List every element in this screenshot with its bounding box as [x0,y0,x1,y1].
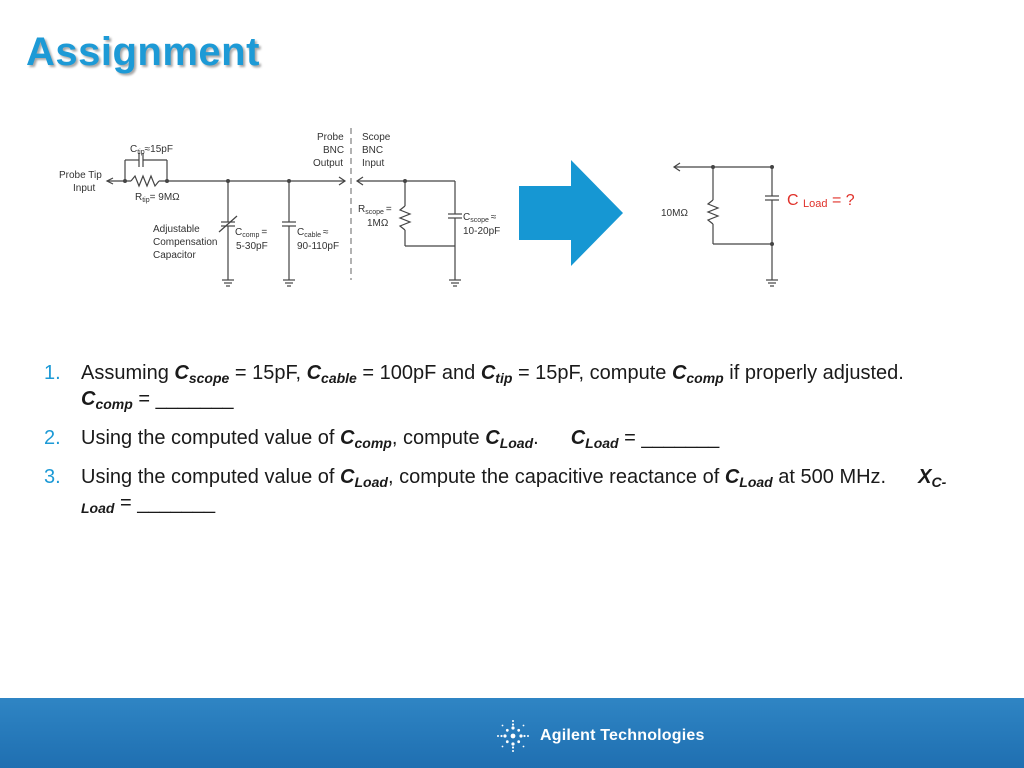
probe-bnc-label: Probe [317,132,344,143]
answer-var: Ccomp [81,388,133,412]
answer-var: CLoad [570,427,619,451]
scope-bnc-label: Scope [362,132,391,143]
question-item: 3. Using the computed value of CLoad, co… [44,466,947,516]
ground-symbol [766,279,778,287]
probe-tip-label-2: Input [73,183,95,194]
probe-circuit-diagram: Ctip≈15pF Probe Tip Input Rtip= 9MΩ Adju… [59,128,500,287]
footer-bar [0,698,1024,768]
c-cable-value: 90-110pF [297,241,339,252]
load-resistor-label: 10MΩ [661,208,688,219]
answer-blank: = _______ [132,388,234,410]
question-number: 1. [44,362,61,384]
probe-bnc-label-3: Output [313,158,343,169]
ground-symbol [449,279,461,287]
right-arrow-icon [519,160,623,266]
r-scope-value: 1MΩ [367,218,389,229]
c-cable-label: Ccable≈ [297,227,329,239]
slide-title: Assignment [26,30,260,74]
probe-bnc-label-2: BNC [323,145,344,156]
brand-name: Agilent Technologies [540,727,705,744]
compensation-label: Compensation [153,237,217,248]
ground-symbol [283,279,295,287]
r-tip-label: Rtip= 9MΩ [135,192,180,204]
agilent-spark-icon [497,720,529,752]
load-circuit-diagram: 10MΩ [661,162,779,287]
scope-bnc-label-2: BNC [362,145,383,156]
answer-blank: = _______ [618,427,720,449]
capacitor-label: Capacitor [153,250,196,261]
question-number: 2. [44,427,61,449]
probe-tip-label: Probe Tip [59,170,102,181]
question-number: 3. [44,466,61,488]
c-load-label: C Load = ? [787,192,855,210]
scope-bnc-label-3: Input [362,158,384,169]
r-tip-resistor [130,174,160,188]
ground-symbol [222,279,234,287]
question-list: 1. Assuming Cscope = 15pF, Ccable = 100p… [44,360,974,529]
answer-blank: = _______ [114,492,216,514]
answer-var: XC-Load [81,466,947,516]
r-scope-label: Rscope= [358,204,392,216]
load-resistor [706,199,720,225]
brand-logo: Agilent Technologies [494,716,705,756]
c-tip-label: Ctip≈15pF [130,144,173,156]
adjustable-label: Adjustable [153,224,200,235]
c-scope-value: 10-20pF [463,226,500,237]
c-comp-value: 5-30pF [236,241,268,252]
question-item: 1. Assuming Cscope = 15pF, Ccable = 100p… [44,362,904,412]
c-scope-label: Cscope≈ [463,212,497,224]
question-item: 2. Using the computed value of Ccomp, co… [44,427,720,451]
c-comp-label: Ccomp= [235,227,267,239]
